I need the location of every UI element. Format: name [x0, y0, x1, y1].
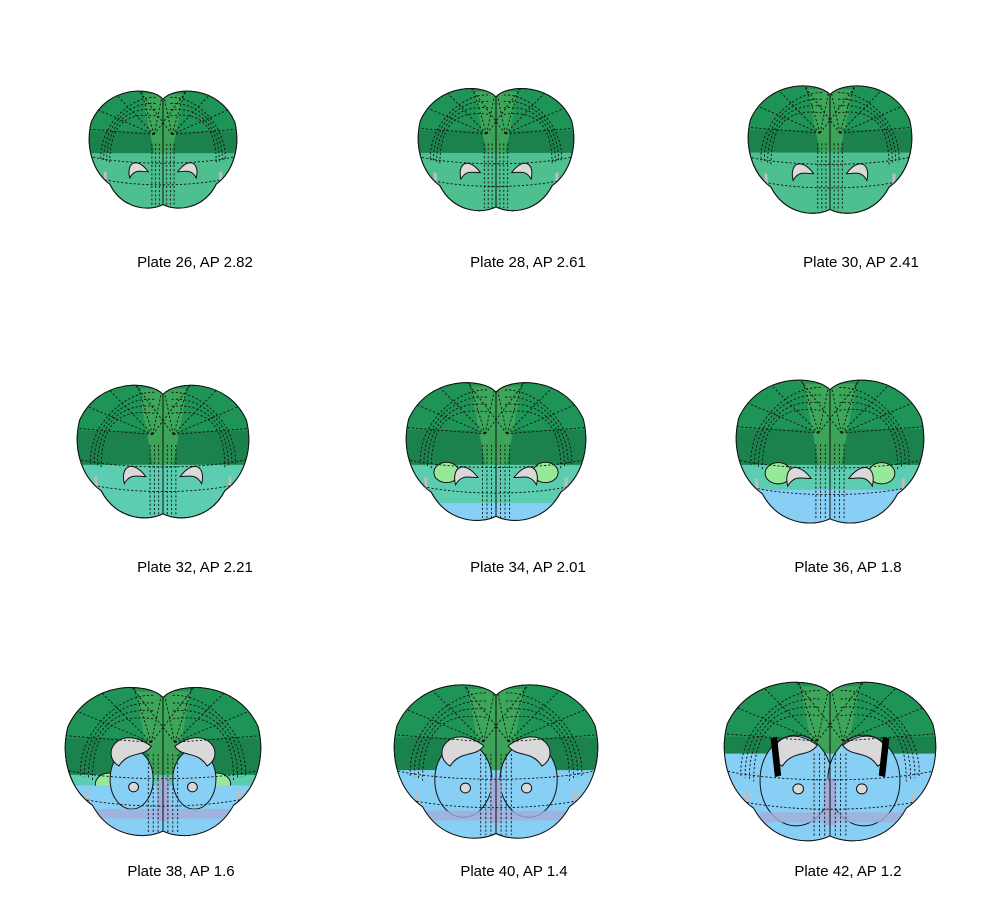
brain-section-drawing [88, 90, 238, 209]
plate-cell [366, 652, 626, 872]
brain-section-drawing [723, 681, 937, 842]
plate-cell [366, 342, 626, 562]
plate-label: Plate 34, AP 2.01 [470, 559, 586, 576]
plate-cell [366, 40, 626, 260]
brain-section-drawing [405, 382, 587, 521]
plate-label: Plate 26, AP 2.82 [137, 254, 253, 271]
brain-section-drawing [393, 684, 599, 839]
plate-label: Plate 42, AP 1.2 [794, 863, 902, 880]
plate-cell [700, 342, 960, 562]
plate-cell [700, 652, 960, 872]
plate-label: Plate 30, AP 2.41 [803, 254, 919, 271]
brain-section-drawing [747, 85, 913, 214]
brain-section-drawing [417, 88, 575, 212]
brain-section-drawing [735, 379, 925, 524]
plate-label: Plate 36, AP 1.8 [794, 559, 902, 576]
plate-label: Plate 38, AP 1.6 [127, 863, 235, 880]
plate-label: Plate 28, AP 2.61 [470, 254, 586, 271]
plate-cell [33, 652, 293, 872]
plate-label: Plate 40, AP 1.4 [460, 863, 568, 880]
brain-section-drawing [76, 384, 250, 519]
plate-cell [700, 40, 960, 260]
brain-section-drawing [64, 687, 262, 837]
plate-label: Plate 32, AP 2.21 [137, 559, 253, 576]
plate-cell [33, 342, 293, 562]
plate-cell [33, 40, 293, 260]
